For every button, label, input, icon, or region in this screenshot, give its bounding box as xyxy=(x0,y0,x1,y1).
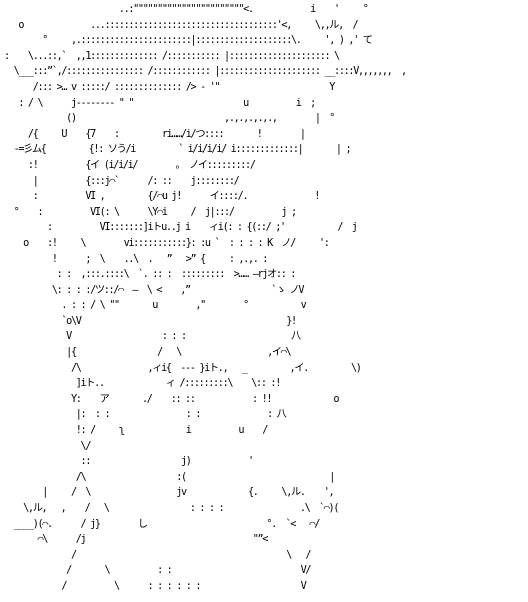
art-line: o ...:::::::::::::::::::::::::::::::::::… xyxy=(4,19,358,31)
art-line: : \...::,` ,,1:::::::::::::: /::::::::::… xyxy=(4,50,340,62)
art-line: |: : : : : : 八 xyxy=(4,409,287,421)
art-line: () ,.,.,.,.,., | ° xyxy=(4,113,335,125)
art-line: ! ; \ ..\ . ” >” { : ,.,. : xyxy=(4,253,269,265)
art-line: :! {イ (i/i/i/ 。 ノイ:::::::::/ xyxy=(4,159,256,171)
art-line: | / \ jv {. \,ル. ', xyxy=(4,487,334,499)
art-line: / \ : : : : : : V xyxy=(4,580,306,592)
art-line: V : : : 八 xyxy=(4,331,301,343)
art-line: ° ,.:::::::::::::::::::::::|::::::::::::… xyxy=(4,35,373,47)
art-line: ⌒\ /j "”< xyxy=(4,534,268,546)
art-line: \,ル, , / \ : : : : .\ `⌒)( xyxy=(4,503,339,514)
art-line: : : ,:::.::::\ `. :: : ::::::::: >…… —rj… xyxy=(4,269,297,281)
art-line: | {:::j⌒` /: :: j::::::::/ xyxy=(4,175,240,187)
ascii-art-text: ..:"""""""""""""""""""""""<. i ' ° o ...… xyxy=(4,2,408,595)
art-line: . : : / \ "" u ," ° v xyxy=(4,300,306,312)
art-line: o :! \ vi:::::::::::}: :u ` : : : : K ノ/… xyxy=(4,237,330,249)
art-line: /\ ,ィi{ --- }iト., _ ,イ. \) xyxy=(4,362,362,374)
art-line: `o\V }! xyxy=(4,315,297,327)
art-line: \/ xyxy=(4,440,92,452)
art-line: / \ / xyxy=(4,549,312,561)
art-line: !: / ʅ i u / xyxy=(4,425,269,437)
art-line: |{ / \ ,イ⌒\ xyxy=(4,347,291,359)
art-line: -=彡ム{ {!: ソう/i ` i/i/i/i/ i:::::::::::::… xyxy=(4,144,352,156)
art-line: ° : VI(: \ \Y⌒i / j|:::/ j ; xyxy=(4,206,298,218)
art-line: ..:"""""""""""""""""""""""<. i ' ° xyxy=(4,4,369,15)
art-line: /::: >… v :::::/ :::::::::::::: /> - '" … xyxy=(4,81,336,93)
art-line: \___:::”`,/:::::::::::::::: /:::::::::::… xyxy=(4,66,408,78)
art-line: :: j) ' xyxy=(4,456,255,468)
art-line: ____)(⌒. / j} し °. `< ⌒/ xyxy=(4,518,321,530)
art-line: : VI , {/⌒u j! イ::::/. ! xyxy=(4,191,321,203)
art-line: : VI:::::::]iトu..j i ィi(: : {(::/ ;' / j xyxy=(4,222,358,234)
art-line: \: : : :/ツ::/⌒ — \ < ,” `ゝ ノV xyxy=(4,284,305,296)
art-line: /{ U {7 : ri……/i/つ:::: ! | xyxy=(4,128,306,140)
art-line: : / \ j-------- " " u i ; xyxy=(4,97,316,109)
art-line: Y: ア ./ :: :: : !! o xyxy=(4,393,340,405)
art-line: / \ : : V/ xyxy=(4,565,311,577)
art-line: /\ :( | xyxy=(4,471,336,483)
art-line: ]iト.. ィ /:::::::::\ \:: :! xyxy=(4,378,282,390)
